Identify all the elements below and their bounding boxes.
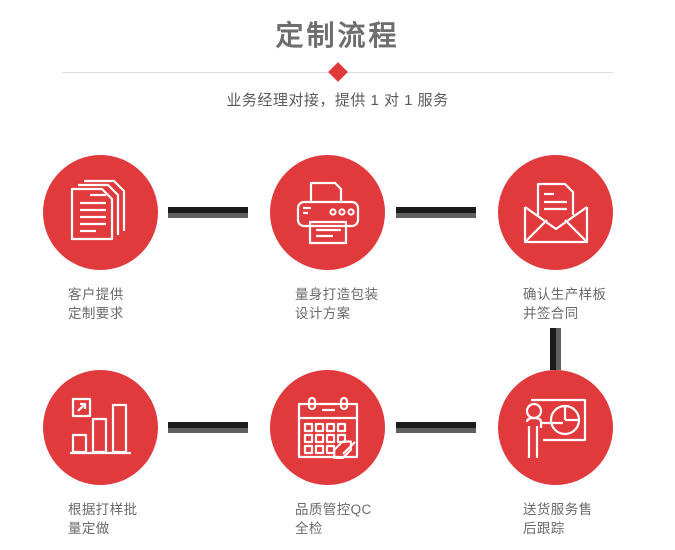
process-step-3[interactable]: 确认生产样板 并签合同 — [470, 155, 640, 323]
printer-icon — [296, 181, 359, 244]
process-step-1[interactable]: 客户提供 定制要求 — [15, 155, 185, 323]
step-icon-circle — [43, 155, 158, 270]
connector-shadow — [168, 428, 248, 433]
step-label: 送货服务售 后跟踪 — [523, 502, 593, 536]
connector-step4-step5 — [168, 422, 248, 433]
connector-bar — [550, 328, 556, 370]
step-label: 客户提供 定制要求 — [68, 287, 124, 321]
connector-bar — [168, 207, 248, 213]
process-flow: 客户提供 定制要求 — [0, 130, 675, 550]
connector-shadow — [396, 428, 476, 433]
process-step-6[interactable]: 送货服务售 后跟踪 — [470, 370, 640, 538]
connector-step2-step3 — [396, 207, 476, 218]
documents-stack-icon — [70, 179, 125, 240]
step-icon-circle — [270, 155, 385, 270]
connector-shadow — [556, 328, 561, 370]
connector-shadow — [168, 213, 248, 218]
step-icon-circle — [43, 370, 158, 485]
open-envelope-letter-icon — [523, 182, 588, 243]
step-label: 量身打造包装 设计方案 — [295, 287, 379, 321]
subtitle: 业务经理对接，提供 1 对 1 服务 — [226, 92, 449, 109]
connector-step5-step6 — [396, 422, 476, 433]
connector-bar — [396, 207, 476, 213]
step-icon-circle — [270, 370, 385, 485]
connector-shadow — [396, 213, 476, 218]
divider — [62, 62, 613, 82]
process-step-2[interactable]: 量身打造包装 设计方案 — [242, 155, 412, 323]
step-icon-circle — [498, 370, 613, 485]
diamond-marker-icon — [327, 62, 348, 82]
bar-chart-growth-icon — [69, 397, 131, 454]
step-label: 根据打样批 量定做 — [68, 502, 138, 536]
connector-bar — [168, 422, 248, 428]
step-icon-circle — [498, 155, 613, 270]
process-step-5[interactable]: 品质管控QC 全检 — [242, 370, 412, 538]
connector-step3-step6 — [550, 328, 561, 370]
calendar-check-icon — [297, 396, 358, 459]
presenter-pie-chart-icon — [525, 398, 586, 458]
step-label: 确认生产样板 并签合同 — [523, 287, 607, 321]
header: 定制流程 业务经理对接，提供 1 对 1 服务 — [0, 0, 675, 130]
process-step-4[interactable]: 根据打样批 量定做 — [15, 370, 185, 538]
connector-step1-step2 — [168, 207, 248, 218]
step-label: 品质管控QC 全检 — [295, 502, 372, 536]
page-title: 定制流程 — [275, 20, 400, 51]
connector-bar — [396, 422, 476, 428]
